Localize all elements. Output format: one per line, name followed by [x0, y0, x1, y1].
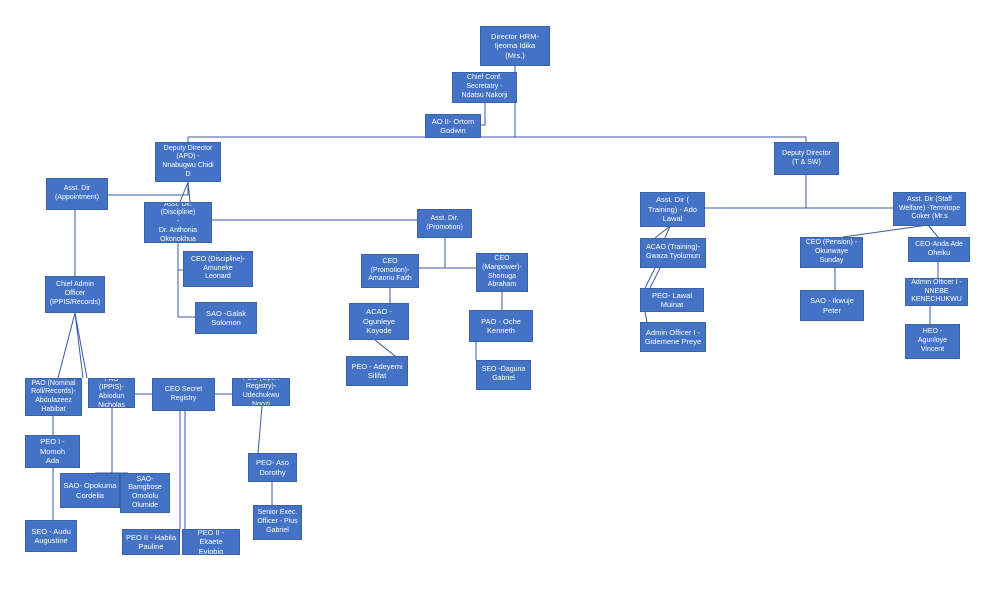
- org-node-peo-adeyemi: PEO - Adeyemi Silifat: [346, 356, 408, 386]
- org-node-sao-galak: SAO -Galak Solomon: [195, 302, 257, 334]
- org-node-deputy-director-apd: Deputy Director (APD) - Nnabugwu Chidi D: [155, 142, 221, 182]
- org-node-ceo-secret-registry: CEO Secret Registry: [152, 378, 215, 411]
- org-node-asst-dir-discipline: Asst. Dir. (Discipline) - Dr. Anthonia O…: [144, 202, 212, 243]
- org-node-chief-conf-secretary: Chief Conf. Secretatry - Ndatsu Nakorji: [452, 72, 517, 103]
- org-node-ceo-manpower: CEO (Manpower)- Shonuga Abraham: [476, 253, 528, 292]
- org-node-seo-audu: SEO - Audu Augustine: [25, 520, 77, 552]
- org-node-pao-ippis: PAO (IPPIS)- Abiodun Nicholas: [88, 378, 135, 408]
- org-node-acao-training: ACAO (Training)- Gwaza Tyolumun: [640, 238, 706, 268]
- org-node-ceo-promotion: CEO (Promotion)- Amaonu Faith: [361, 254, 419, 288]
- org-node-pao-nominal-roll: PAO (Nominal Roll/Records)- Abdulazeez H…: [25, 378, 82, 416]
- org-node-chief-admin-officer: Chief Admin Officer (IPPIS/Records): [45, 276, 105, 313]
- org-node-asst-dir-appointment: Asst. Dir (Appointment): [46, 178, 108, 210]
- org-node-peo2-ekaete: PEO II - Ekaete Eyiobio: [182, 529, 240, 555]
- org-node-peo2-habila: PEO II - Habila Pauline: [122, 529, 180, 555]
- org-node-sao-ikwuje: SAO - Ikwuje Peter: [800, 290, 864, 321]
- org-node-seo-daguna: SEO -Daguna Gabriel: [476, 360, 531, 390]
- org-node-asst-dir-staff-welfare: Asst. Dir (Staff Welfare) -Termitope Cok…: [893, 192, 966, 226]
- org-node-ceo-pension: CEO (Pension) - Okunwaye Sunday: [800, 237, 863, 268]
- org-node-ao2: AO II- Ortom Godwin: [425, 114, 481, 138]
- org-node-sao-opokuma: SAO- Opokuma Cordelia: [60, 473, 120, 508]
- org-node-peo-open-registry: PEO (Open Registry)- Udechukwu Ngozi: [232, 378, 290, 406]
- org-node-senior-exec-officer: Senior Exec. Officer - Pius Gabriel: [253, 505, 302, 540]
- org-node-ceo-discipline: CEO (Discipline)- Amuneke Leonard: [183, 251, 253, 287]
- org-node-asst-dir-promotion: Asst. Dir. (Promotion): [417, 209, 472, 238]
- org-node-sao-bamgbose: SAO- Bamgbose Omololu Olumide: [120, 473, 170, 513]
- org-node-asst-dir-training: Asst. Dir ( Training) - Ado Lawal: [640, 192, 705, 227]
- org-node-admin-officer-gidemene: Admin Officer I - Gidemene Preye: [640, 322, 706, 352]
- org-node-ceo-anda: CEO-Anda Ade Oheiku: [908, 237, 970, 262]
- org-node-peo1-momoh: PEO I - Momoh Ada: [25, 435, 80, 468]
- org-node-deputy-director-tsw: Deputy Director (T & SW): [774, 142, 839, 175]
- org-node-admin-officer-nnebe: Admin Officer I - NNEBE KENECHUKWU: [905, 278, 968, 306]
- org-node-peo-lawal: PEO- Lawal Muinat: [640, 288, 704, 312]
- org-node-heo-agunloye: HEO - Agunloye Vincent: [905, 324, 960, 359]
- org-node-pao-oche: PAO - Oche Kenneth: [469, 310, 533, 342]
- org-node-acao-ogunleye: ACAO - Ogunleye Kayode: [349, 303, 409, 340]
- org-node-peo-aso: PEO- Aso Dorothy: [248, 453, 297, 482]
- org-node-director: Director HRM- Ijeoma Idika (Mrs.): [480, 26, 550, 66]
